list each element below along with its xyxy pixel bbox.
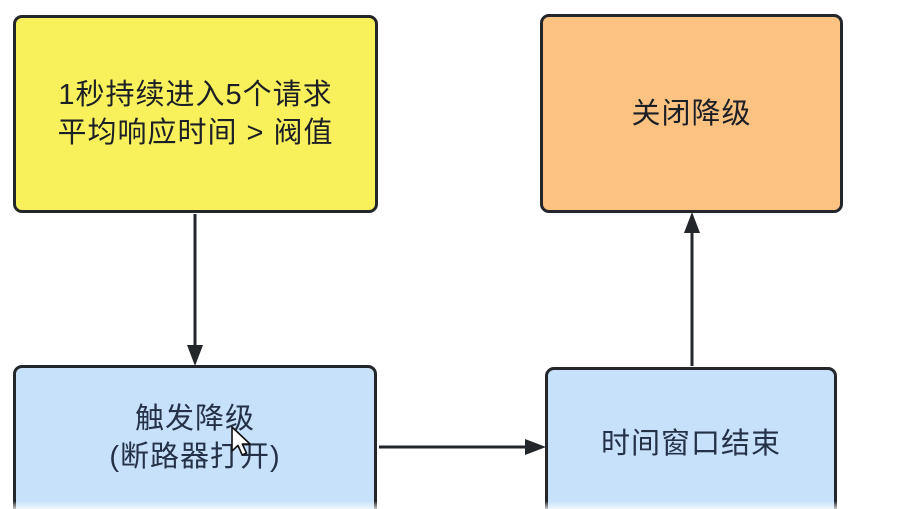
arrow-condition-to-trigger [187,214,203,366]
node-time-window-line1: 时间窗口结束 [600,428,781,460]
arrow-trigger-to-window [379,439,546,455]
node-condition-line1: 1秒持续进入5个请求 [58,79,333,111]
node-trigger-degrade-line1: 触发降级 [134,403,255,435]
node-close-degrade: 关闭降级 [540,14,843,213]
node-condition: 1秒持续进入5个请求 平均响应时间 > 阀值 [13,15,378,213]
node-trigger-degrade: 触发降级 (断路器打开) [13,365,377,509]
node-trigger-degrade-line2: (断路器打开) [109,441,281,473]
node-condition-line2: 平均响应时间 > 阀值 [57,117,334,149]
node-close-degrade-line1: 关闭降级 [631,97,752,130]
node-time-window: 时间窗口结束 [545,367,837,509]
arrow-window-to-close [684,212,700,366]
